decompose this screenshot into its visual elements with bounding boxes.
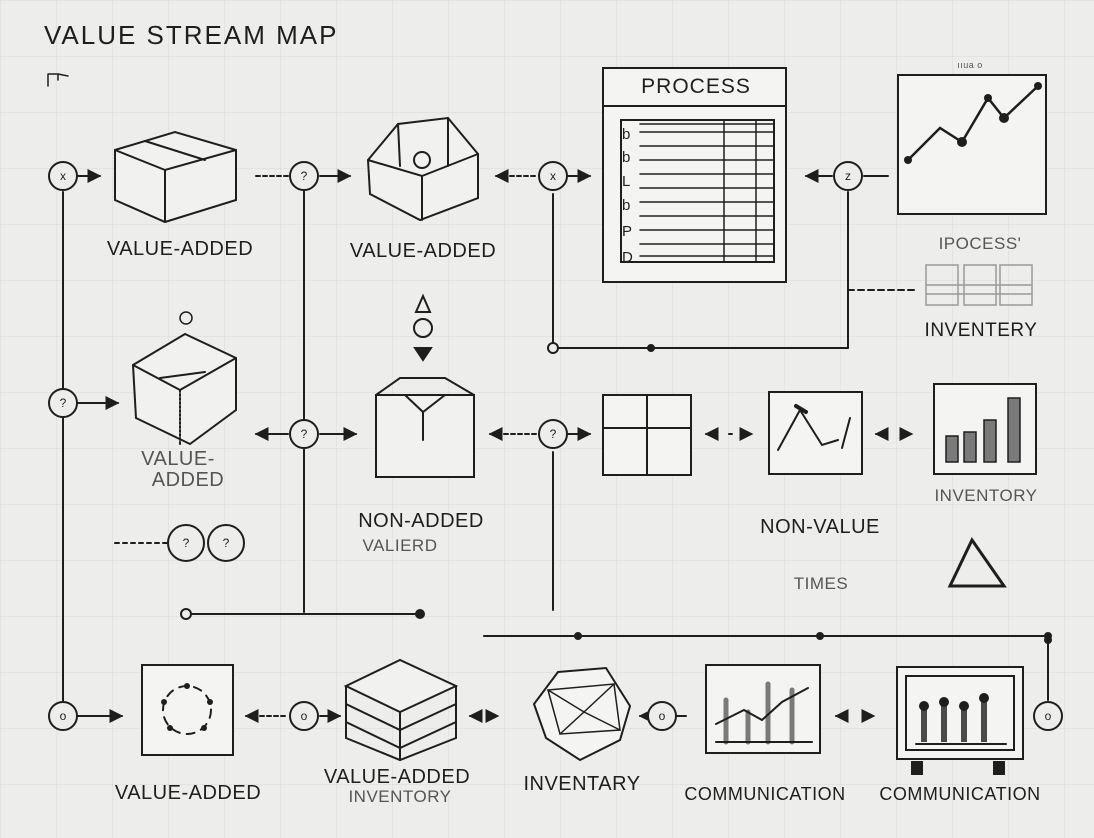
box-icon [114,130,237,224]
label-inventory-3: INVENTORY [348,787,452,806]
window-icon [602,394,692,476]
node-glyph: o [659,709,666,723]
process-row-glyph: L [622,173,630,190]
circle-nodes-icon [141,664,234,756]
process-row-glyph: b [622,126,630,143]
label-value-added-2: VALUE-ADDED [349,240,497,262]
node-glyph: ? [301,427,308,441]
label-non-added: NON-ADDED [358,510,484,532]
shield-icon [532,666,632,762]
label-inventary: INVENTARY [523,773,641,795]
line-chart-icon [897,74,1047,215]
hexagon-box-icon [366,116,479,222]
node-glyph: ? [550,427,557,441]
label-non-value: NON-VALUE [760,516,880,538]
label-inventory-2: INVENTORY [934,486,1038,505]
label-value-added-3a: VALUE- [141,448,215,470]
process-sheet-icon [602,67,787,283]
node-glyph: o [60,709,67,723]
label-inventory-1: INVENTERY [924,320,1038,341]
chart-top-note: ııua o [957,60,983,70]
triangle-icon [947,537,1007,588]
process-row-glyph: P [622,223,632,240]
label-communication-2: COMMUNICATION [879,784,1041,804]
corner-mark-icon [47,73,69,87]
stacked-layers-icon [343,658,459,762]
node-glyph: ? [301,169,308,183]
process-row-glyph: D [622,249,633,266]
node-glyph: ? [183,536,190,550]
label-valierd: VALIERD [362,536,438,555]
process-row-glyph: b [622,197,630,214]
bar-chart-icon [933,383,1037,475]
node-glyph: ? [223,536,230,550]
process-title: PROCESS [641,75,751,98]
label-value-added-4: VALUE-ADDED [114,782,262,804]
node-glyph: x [60,169,66,183]
node-glyph: o [1045,709,1052,723]
process-row-glyph: b [622,149,630,166]
label-value-added-5: VALUE-ADDED [323,766,471,788]
label-communication-1: COMMUNICATION [684,784,846,804]
bar-chart-board-icon [896,666,1024,775]
page-title: VALUE STREAM MAP [44,20,339,50]
row1-nodes [48,161,863,191]
row2-nodes [48,388,568,562]
junction-dots [180,342,1052,644]
split-box-icon [375,293,475,478]
node-glyph: x [550,169,556,183]
label-process-side: IPOCESS' [938,234,1022,253]
node-glyph: z [845,169,851,183]
row3-nodes [48,701,1063,731]
node-glyph: o [301,709,308,723]
open-box-icon [131,311,237,446]
connector-lines [62,189,1049,711]
inventory-boxes-icon [925,264,1033,306]
label-value-added-3b: ADDED [151,469,225,491]
line-chart-board-icon [705,664,821,754]
label-value-added-1: VALUE-ADDED [106,238,254,260]
node-glyph: ? [60,396,67,410]
label-times: TIMES [793,574,849,593]
zigzag-chart-icon [768,391,863,475]
